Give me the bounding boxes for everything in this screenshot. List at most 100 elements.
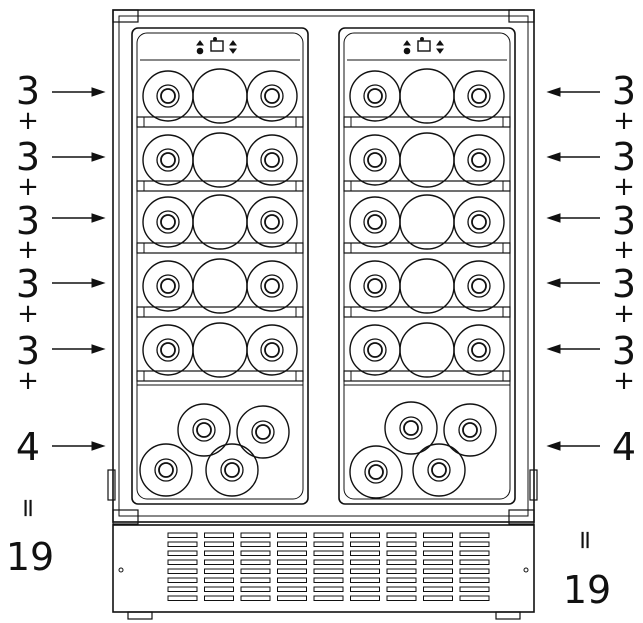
shelf-rail xyxy=(136,306,304,318)
bottle-cork xyxy=(160,152,176,168)
left-label-3a: 3 xyxy=(16,69,40,113)
shelf-rail xyxy=(136,180,304,192)
door-right xyxy=(338,27,516,505)
grille-slot xyxy=(167,586,198,592)
left-label-total: 19 xyxy=(6,535,54,579)
grille-slot xyxy=(350,595,380,601)
left-arrow-head xyxy=(91,344,106,354)
bottle-end xyxy=(349,196,401,248)
bottle-neck-ring xyxy=(156,274,180,298)
grille-slot xyxy=(350,559,380,565)
grille-slot xyxy=(313,532,344,538)
shelf-rail xyxy=(343,370,511,382)
bottle-neck-ring xyxy=(363,338,387,362)
bottle-cork xyxy=(264,88,280,104)
temp-up-icon xyxy=(229,40,237,46)
top-hinge xyxy=(508,9,535,23)
bottle-end xyxy=(142,70,194,122)
bottle-neck-ring xyxy=(192,418,216,442)
grille-slot xyxy=(386,541,417,547)
right-label-3d: 3 xyxy=(612,262,636,306)
grille-slot xyxy=(204,541,234,547)
grille-slot xyxy=(350,568,380,574)
grille-slot xyxy=(386,568,417,574)
grille-slot xyxy=(313,568,344,574)
grille-slot xyxy=(313,559,344,565)
right-label-plus-e: + xyxy=(613,366,635,396)
bottle-end xyxy=(246,196,298,248)
grille-slot xyxy=(240,541,271,547)
shelf-row xyxy=(136,132,304,192)
side-bracket xyxy=(529,469,538,501)
grille-slot xyxy=(423,586,453,592)
grille-slot xyxy=(204,595,234,601)
grille-slot xyxy=(350,532,380,538)
bottle-cork xyxy=(367,278,383,294)
foot xyxy=(495,611,521,620)
bottle-neck-ring xyxy=(427,458,451,482)
bottle-cork xyxy=(403,420,419,436)
grille-slot xyxy=(459,568,490,574)
shelf-row xyxy=(343,68,511,128)
bottle-cork xyxy=(471,214,487,230)
shelf-rail xyxy=(343,242,511,254)
pointer-arrows xyxy=(52,87,600,451)
grille-slot xyxy=(204,586,234,592)
bottle-neck-ring xyxy=(363,274,387,298)
indicator-dot xyxy=(213,36,218,41)
right-label-plus-b: + xyxy=(613,172,635,202)
grille-slot xyxy=(240,595,271,601)
grille-slot xyxy=(277,559,307,565)
right-arrow-head xyxy=(546,152,561,162)
grille-slot xyxy=(459,532,490,538)
grille-slot xyxy=(459,586,490,592)
shelf-row xyxy=(343,322,511,382)
grille-slot xyxy=(313,541,344,547)
shelf-rail xyxy=(343,306,511,318)
bottle-end xyxy=(453,260,505,312)
bottle-body xyxy=(399,132,455,188)
shelf-row xyxy=(136,322,304,382)
right-arrow-head xyxy=(546,87,561,97)
grille-slot xyxy=(240,550,271,556)
foot xyxy=(127,611,153,620)
left-arrow-head xyxy=(91,278,106,288)
bottle-neck-ring xyxy=(260,338,284,362)
grille-slot xyxy=(204,559,234,565)
left-label-3e: 3 xyxy=(16,329,40,373)
door-glass xyxy=(136,32,304,500)
bottle-end xyxy=(246,324,298,376)
bottle-cork xyxy=(160,342,176,358)
left-label-3b: 3 xyxy=(16,135,40,179)
door-glass xyxy=(343,32,511,500)
bottle-neck-ring xyxy=(156,148,180,172)
bottle-end xyxy=(349,445,403,499)
door-frame xyxy=(131,27,309,505)
bottle-cork xyxy=(471,88,487,104)
display-icon xyxy=(417,40,431,52)
bottle-body xyxy=(192,322,248,378)
grille-slot xyxy=(204,577,234,583)
right-label-equals: = xyxy=(570,529,600,551)
shelf-row xyxy=(343,132,511,192)
grille-slot xyxy=(423,550,453,556)
bottle-end xyxy=(412,443,466,497)
bottle-cork xyxy=(158,462,174,478)
grille-slot xyxy=(459,595,490,601)
bottle-neck-ring xyxy=(399,416,423,440)
bottle-end xyxy=(246,70,298,122)
left-capacity-labels: 3 + 3 + 3 + 3 + 3 + 4 = 19 xyxy=(6,69,54,579)
left-label-plus-d: + xyxy=(17,299,39,329)
bottle-end xyxy=(453,70,505,122)
left-arrow-head xyxy=(91,213,106,223)
grille-slot xyxy=(240,532,271,538)
bottle-neck-ring xyxy=(154,458,178,482)
bottle-neck-ring xyxy=(364,460,388,484)
grille-slot xyxy=(386,577,417,583)
right-label-3c: 3 xyxy=(612,199,636,243)
right-label-4: 4 xyxy=(612,425,636,469)
temp-down-icon xyxy=(229,48,237,54)
bottle-cork xyxy=(160,278,176,294)
grille-slot xyxy=(167,550,198,556)
bottle-neck-ring xyxy=(220,458,244,482)
